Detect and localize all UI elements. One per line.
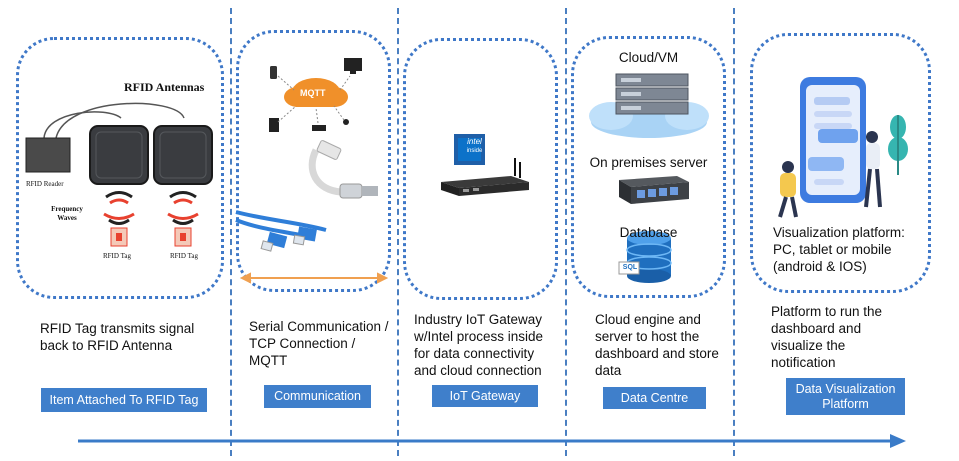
on-premises-server-label: On premises server [589, 155, 708, 170]
intel-brand-label: intel [467, 137, 482, 146]
smartphone-icon [800, 77, 866, 203]
divider-3 [565, 8, 567, 456]
people-icon [778, 131, 882, 218]
flow-arrow [78, 434, 906, 448]
rfid-badge: Item Attached To RFID Tag [41, 388, 207, 412]
divider-2 [397, 8, 399, 456]
device-icon [269, 118, 279, 132]
visualization-card [750, 33, 931, 293]
intel-sub-label: inside [466, 148, 483, 154]
communication-illustration [235, 58, 389, 284]
frequency-waves-label: Frequency Waves [51, 205, 83, 222]
datacentre-illustration [589, 73, 709, 283]
gateway-card [403, 38, 558, 300]
divider-1 [230, 8, 232, 456]
visualization-badge: Data Visualization Platform [786, 378, 905, 415]
mqtt-cloud-icon [284, 78, 348, 107]
database-icon [618, 231, 672, 283]
intel-logo-icon [454, 134, 485, 165]
gateway-illustration [441, 134, 529, 196]
usb-cable-icon [308, 140, 378, 199]
rack-server-icon [619, 176, 689, 204]
rfid-tag-left-label: RFID Tag [103, 252, 131, 260]
communication-description: Serial Communication / TCP Connection / … [249, 319, 389, 368]
database-label: Database [619, 225, 678, 240]
rfid-antenna-left [89, 125, 149, 185]
orange-double-arrow [239, 272, 389, 284]
monitor-icon [344, 58, 362, 71]
rfid-tag-right-label: RFID Tag [170, 252, 198, 260]
visualization-illustration [778, 77, 908, 218]
plant-icon [888, 115, 908, 175]
gateway-device-icon [441, 158, 529, 196]
waves-right [167, 191, 199, 225]
phone-icon [270, 66, 277, 79]
rfid-illustration [25, 102, 213, 247]
cloud-server-icon [589, 73, 709, 138]
visualization-description: Platform to run the dashboard and visual… [771, 304, 883, 370]
rfid-description: RFID Tag transmits signal back to RFID A… [40, 321, 195, 353]
datacentre-badge: Data Centre [603, 387, 706, 409]
platform-label: Visualization platform: PC, tablet or mo… [773, 225, 905, 274]
rfid-antennas-label: RFID Antennas [124, 80, 205, 94]
divider-4 [733, 8, 735, 456]
mqtt-label: MQTT [300, 88, 326, 98]
communication-badge: Communication [264, 385, 371, 408]
sensor-icon [343, 119, 349, 125]
rfid-card [16, 37, 224, 299]
rfid-reader-label: RFID Reader [26, 180, 64, 188]
rfid-reader [25, 137, 71, 173]
waves-left [103, 191, 135, 225]
router-icon [312, 125, 326, 131]
datacentre-description: Cloud engine and server to host the dash… [595, 312, 719, 378]
datacentre-card [571, 36, 726, 298]
communication-card [236, 30, 391, 292]
rfid-antenna-right [153, 125, 213, 185]
gateway-description: Industry IoT Gateway w/Intel process ins… [414, 312, 544, 378]
cloud-vm-label: Cloud/VM [618, 50, 679, 65]
gateway-badge: IoT Gateway [432, 385, 538, 407]
sql-label: SQL [622, 264, 638, 271]
